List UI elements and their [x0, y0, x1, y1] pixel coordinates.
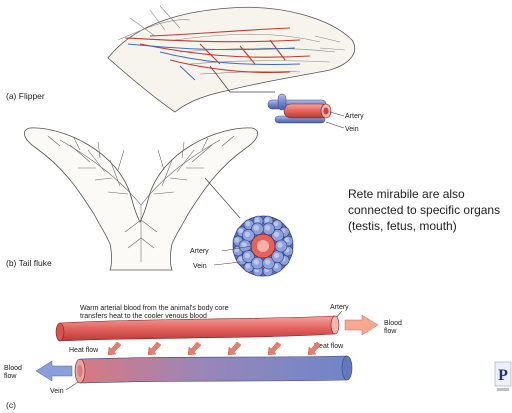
heat-flow-arrow — [268, 342, 281, 355]
small-vein-highlight — [274, 222, 279, 227]
small-vein-highlight — [277, 242, 282, 247]
tail-fluke-illustration — [24, 128, 257, 270]
blood-flow-left-arrow — [36, 361, 72, 381]
rete-mirabile-note: Rete mirabile are also connected to spec… — [348, 186, 512, 234]
small-vein-highlight — [245, 232, 250, 237]
heat-flow-arrows — [108, 342, 321, 355]
label-heat-flow-left: Heat flow — [69, 347, 99, 354]
small-vein-highlight — [255, 218, 260, 223]
small-vein-highlight — [254, 225, 259, 230]
label-vein-flipper: Vein — [345, 126, 359, 133]
flipper-illustration — [108, 6, 355, 112]
description-line-2: transfers heat to the cooler venous bloo… — [80, 313, 207, 320]
small-vein-highlight — [265, 259, 270, 264]
small-vein-highlight — [245, 253, 250, 258]
caption-flipper: (a) Flipper — [6, 91, 45, 101]
small-vein-highlight — [274, 232, 279, 237]
heat-flow-arrow — [148, 342, 161, 355]
label-vein-c: Vein — [50, 388, 64, 395]
label-artery-flipper: Artery — [345, 113, 364, 120]
label-artery-fluke: Artery — [190, 248, 209, 255]
heat-flow-arrow — [108, 342, 121, 355]
small-vein-highlight — [254, 259, 259, 264]
institution-logo: P — [494, 360, 512, 394]
note-line-2: connected to specific organs — [348, 202, 512, 218]
heat-flow-arrow — [188, 342, 201, 355]
small-vein-highlight — [246, 264, 251, 269]
vein-tube — [75, 356, 352, 383]
label-blood-flow-left-1: Blood — [4, 365, 22, 372]
small-vein-highlight — [265, 225, 270, 230]
label-vein-fluke: Vein — [193, 263, 207, 270]
svg-text:P: P — [498, 367, 508, 384]
note-line-3: (testis, fetus, mouth) — [348, 218, 512, 234]
small-vein-highlight — [246, 221, 251, 226]
small-vein-highlight — [239, 229, 244, 234]
rete-mirabile-cross-section — [233, 216, 293, 276]
small-vein-highlight — [274, 253, 279, 258]
flipper-vessel-detail — [268, 94, 331, 123]
caption-panel-c: (c) — [6, 400, 16, 410]
caption-tail-fluke: (b) Tail fluke — [6, 258, 52, 268]
blood-flow-right-arrow — [345, 315, 378, 335]
note-line-1: Rete mirabile are also — [348, 186, 512, 202]
small-vein-highlight — [235, 238, 240, 243]
description-line-1: Warm arterial blood from the animal's bo… — [80, 305, 229, 312]
small-vein-highlight — [265, 218, 270, 223]
label-artery-c: Artery — [330, 304, 349, 311]
label-blood-flow-right-1: Blood — [384, 320, 402, 327]
heat-flow-arrow — [228, 342, 241, 355]
label-blood-flow-left-2: flow — [4, 373, 17, 380]
label-blood-flow-right-2: flow — [384, 328, 397, 335]
